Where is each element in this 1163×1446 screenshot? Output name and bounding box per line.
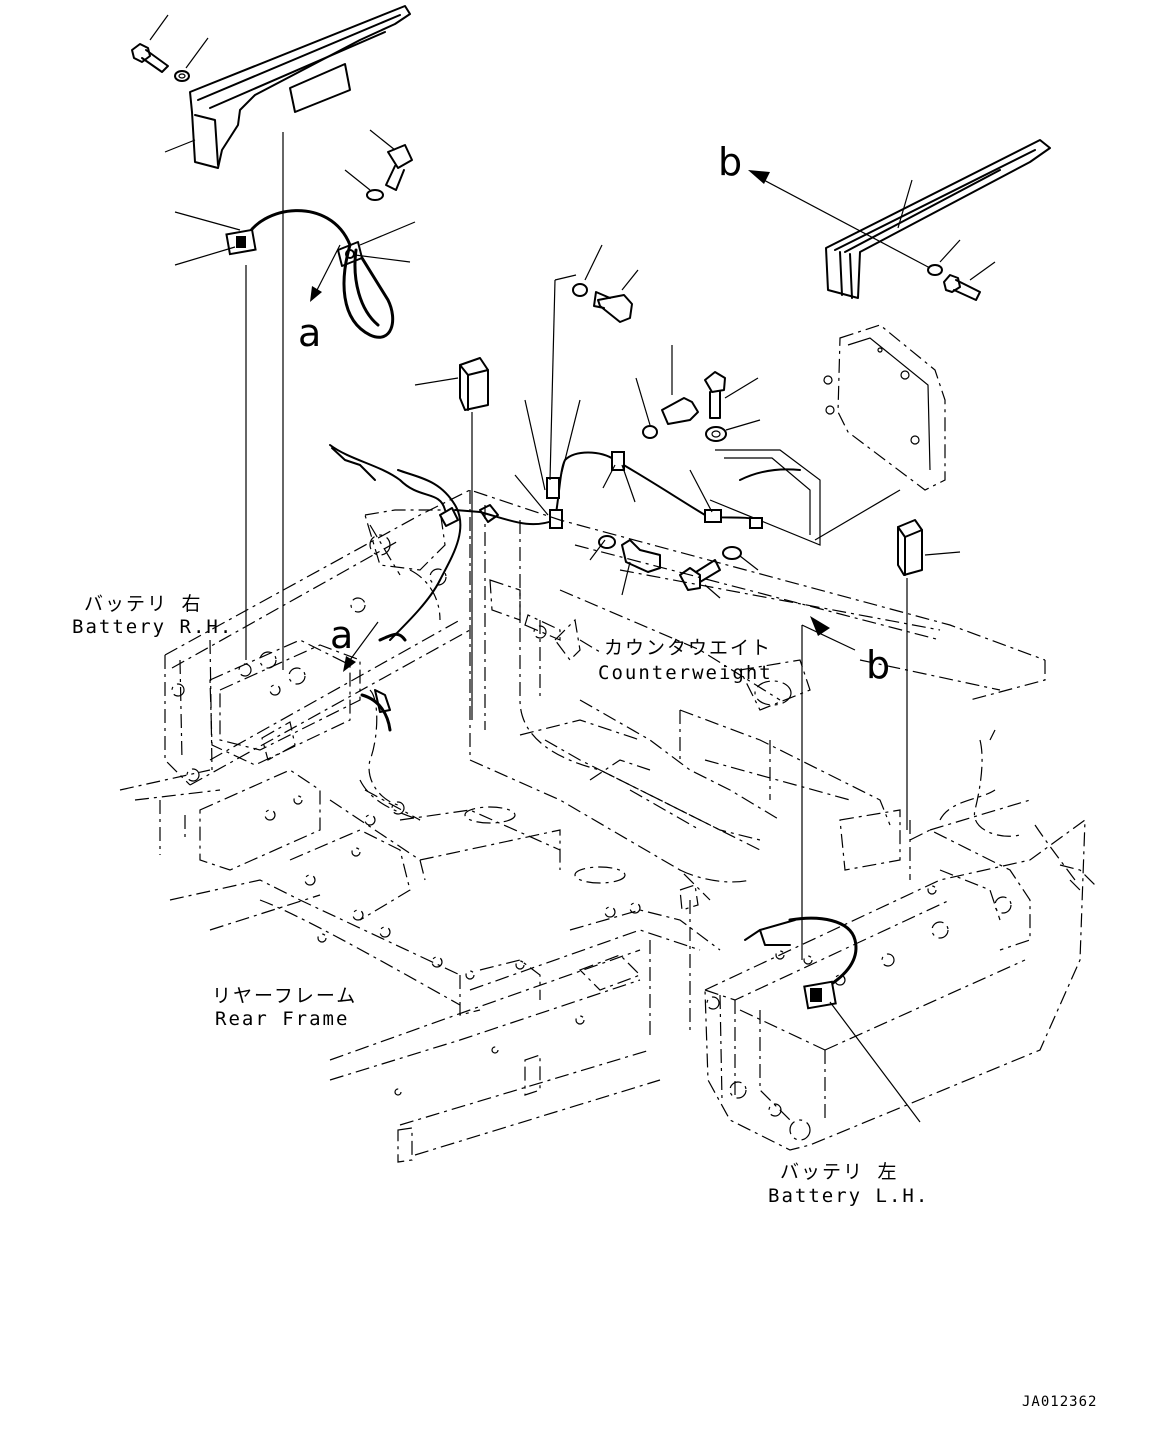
washer-icon: [927, 264, 943, 276]
battery-lh-label-jp: バッテリ 左: [780, 1161, 898, 1183]
counterweight-label-en: Counterweight: [598, 662, 773, 684]
bolt-icon: [385, 144, 413, 191]
battery-lh-label-en: Battery L.H.: [768, 1185, 929, 1207]
washer-icon: [598, 535, 616, 549]
bolt-icon: [679, 559, 721, 591]
battery-lh-box: [704, 616, 1096, 1151]
washer-icon: [572, 283, 588, 297]
counterweight-label-jp: カウンタウエイト: [604, 637, 772, 659]
terminal-icon: [225, 228, 257, 256]
rear-frame-label-en: Rear Frame: [215, 1008, 349, 1030]
bolt-icon: [593, 291, 633, 323]
washer-icon: [174, 70, 190, 82]
bracket-plate: [709, 324, 961, 830]
battery-cable-rh-assembly: [174, 129, 416, 339]
rear-frame-structure: [119, 489, 1046, 1163]
rubber-pad-icon: [897, 519, 923, 576]
terminal-clamp-icon: [337, 241, 363, 267]
clamp-icon: [546, 451, 763, 529]
view-marker-a-top: a: [298, 311, 321, 355]
battery-rh-label-jp: バッテリ 右: [84, 593, 202, 615]
view-marker-b-top: b: [718, 140, 742, 184]
battery-rh-box: [209, 132, 407, 766]
battery-rh-label-en: Battery R.H.: [72, 616, 233, 638]
top-left-cover-assembly: [131, 5, 411, 169]
terminal-icon: [803, 980, 837, 1010]
rubber-pad-icon: [459, 357, 489, 411]
bolt-icon: [621, 539, 661, 573]
wire-harness: [329, 274, 801, 641]
bolt-icon: [661, 397, 699, 425]
view-marker-a-frame: a: [330, 613, 353, 657]
washer-icon: [642, 425, 658, 439]
upper-middle-parts: [414, 244, 761, 720]
washer-icon: [366, 189, 384, 201]
rear-frame-label-jp: リヤーフレーム: [212, 985, 357, 1007]
rail-cover-b-assembly: [748, 139, 1051, 301]
washer-icon: [722, 546, 742, 560]
drawing-code: JA012362: [1022, 1394, 1097, 1410]
view-marker-b-frame: b: [866, 643, 890, 687]
bolt-icon: [704, 371, 726, 419]
bolt-icon: [943, 274, 981, 301]
annotation-labels: バッテリ 右 Battery R.H. カウンタウエイト Counterweig…: [72, 140, 1097, 1410]
bolt-icon: [131, 43, 169, 73]
washer-icon: [705, 426, 727, 442]
